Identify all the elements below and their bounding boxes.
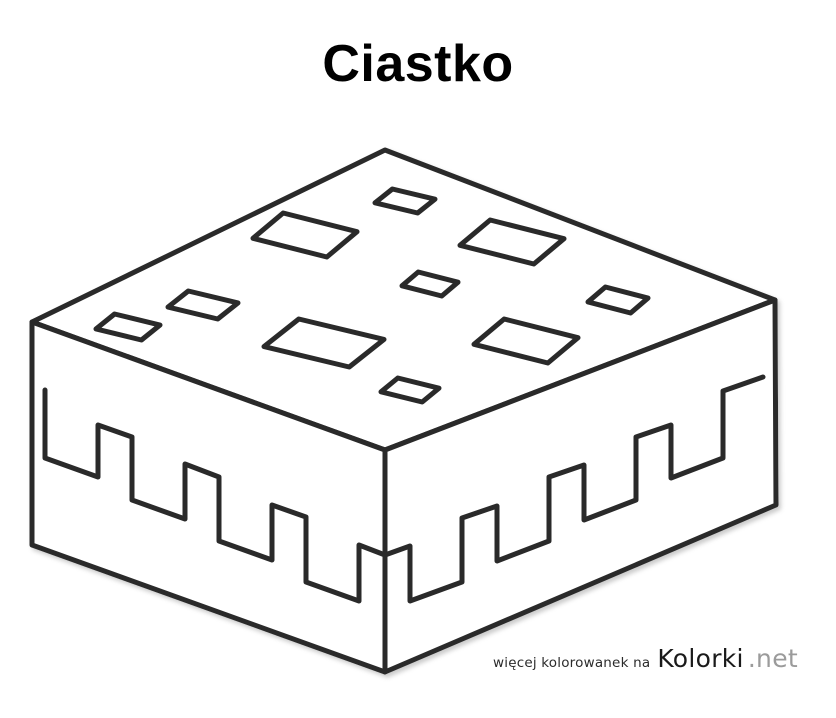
chip-bottom-center-small (378, 375, 442, 405)
chip-lower-right-large (471, 316, 581, 366)
watermark: więcej kolorowanek na Kolorki .net (493, 644, 798, 673)
chip-upper-left-large (250, 210, 360, 260)
cookie-right-face (382, 297, 779, 675)
cookie-right-crenellation (382, 374, 766, 604)
page-title: Ciastko (322, 35, 514, 93)
chip-lower-left-large (261, 316, 387, 370)
watermark-tld: .net (747, 644, 798, 673)
chip-upper-right-large (457, 217, 567, 267)
chip-right-small (585, 284, 651, 316)
cookie-left-crenellation (42, 387, 388, 604)
watermark-prefix: więcej kolorowanek na (493, 655, 651, 671)
chip-far-left-small (93, 311, 163, 343)
chocolate-chip-group (93, 186, 651, 405)
chip-top-center-small (372, 186, 438, 216)
watermark-brand: Kolorki (657, 644, 744, 673)
chip-center-small (399, 269, 461, 299)
chip-left-mid-small (165, 288, 241, 322)
